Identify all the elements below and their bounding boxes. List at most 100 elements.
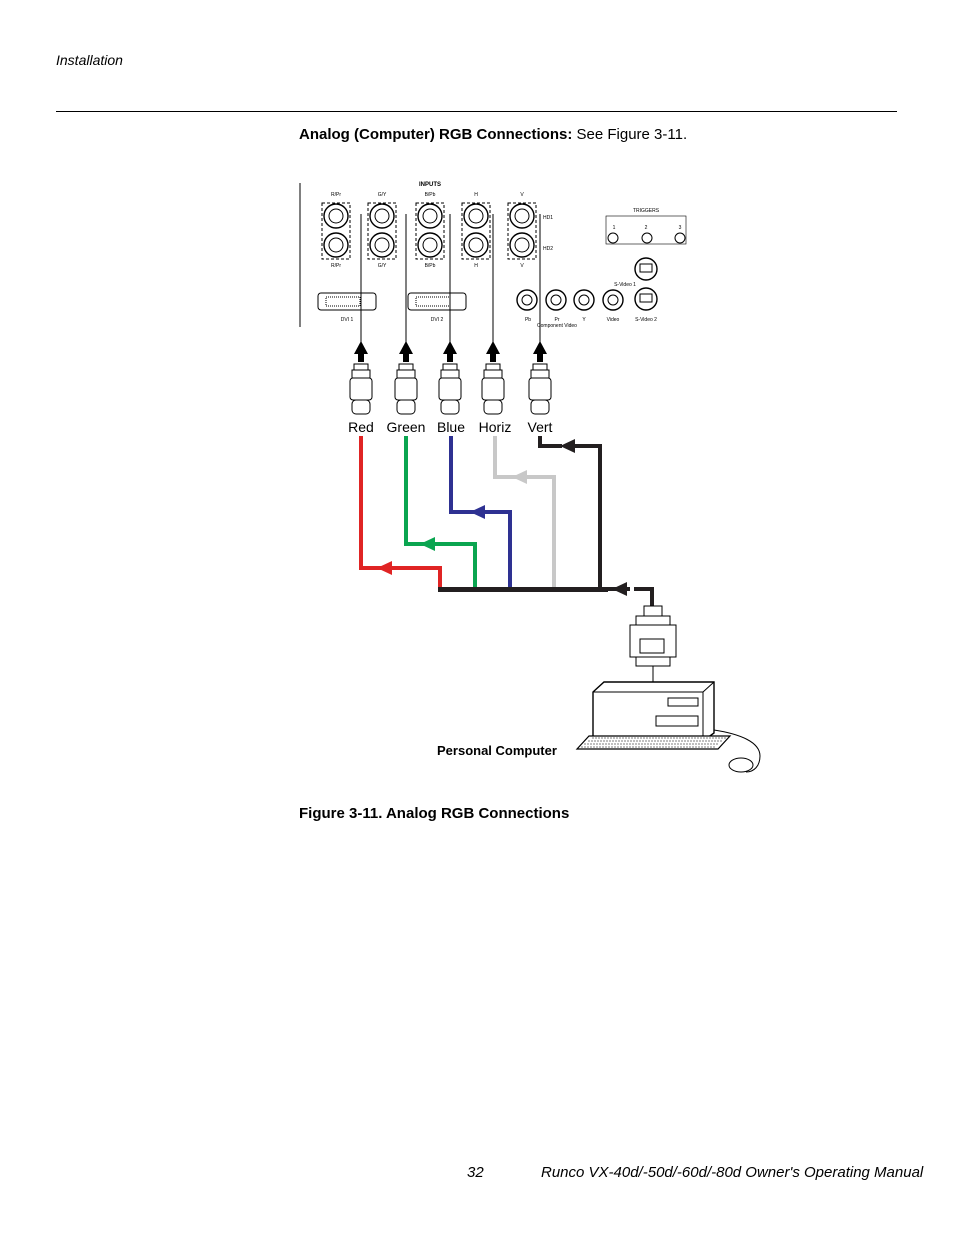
rca-pb-jack bbox=[516, 289, 538, 311]
personal-computer-illustration bbox=[575, 681, 761, 773]
rear-input-panel: INPUTS bbox=[299, 182, 687, 329]
bnc-rpr-top-inner bbox=[328, 208, 344, 224]
cable-bundle bbox=[438, 587, 608, 592]
svideo1-jack bbox=[634, 257, 658, 281]
trigger-2-jack bbox=[641, 232, 653, 244]
keyboard bbox=[575, 735, 732, 750]
rca-label: Video bbox=[607, 317, 620, 323]
red-cable bbox=[359, 436, 385, 570]
green-bnc-plug bbox=[394, 363, 418, 415]
component-video-label: Component Video bbox=[537, 323, 577, 329]
trigger-3-jack bbox=[674, 232, 686, 244]
horiz-cable bbox=[493, 436, 520, 479]
triggers-title: TRIGGERS bbox=[633, 208, 660, 214]
dvi2-connector bbox=[407, 292, 467, 311]
vga-shell bbox=[635, 656, 671, 667]
pc-drive-bay-upper bbox=[667, 697, 699, 707]
section-heading-reference: See Figure 3-11. bbox=[572, 126, 688, 143]
hd2-label: HD2 bbox=[543, 246, 553, 252]
cable-label-green: Green bbox=[387, 419, 426, 435]
h-group-outline bbox=[461, 202, 491, 260]
dvi1-connector bbox=[317, 292, 377, 311]
vert-bnc-plug bbox=[528, 363, 552, 415]
rpr-group-outline bbox=[321, 202, 351, 260]
red-arrow bbox=[354, 341, 368, 362]
green-cable-return bbox=[434, 542, 477, 589]
horiz-bnc-plug bbox=[481, 363, 505, 415]
horiz-arrow bbox=[486, 341, 500, 362]
bnc-rpr-bottom-inner bbox=[328, 237, 344, 253]
rca-label: Y bbox=[582, 317, 586, 323]
keyboard-keys bbox=[581, 737, 726, 748]
cable-label-horiz: Horiz bbox=[479, 419, 512, 435]
bnc-h-top-inner bbox=[468, 208, 484, 224]
bnc-gy-bottom-connector bbox=[369, 232, 395, 258]
inputs-title: INPUTS bbox=[419, 182, 441, 188]
pc-case bbox=[592, 681, 715, 742]
v-group-outline bbox=[507, 202, 537, 260]
manual-title: Runco VX-40d/-50d/-60d/-80d Owner's Oper… bbox=[541, 1164, 924, 1181]
page-number: 32 bbox=[467, 1164, 484, 1181]
vert-flow-arrow bbox=[560, 439, 575, 453]
bnc-bottom-label: G/Y bbox=[378, 263, 387, 269]
bnc-bpb-bottom-connector bbox=[417, 232, 443, 258]
bnc-gy-top-inner bbox=[374, 208, 390, 224]
running-header: Installation bbox=[56, 52, 123, 68]
bnc-plugs bbox=[349, 363, 552, 415]
mouse-cable bbox=[713, 729, 761, 773]
bnc-top-label: H bbox=[474, 192, 478, 198]
bnc-bpb-bottom-inner bbox=[422, 237, 438, 253]
vga-strain-relief bbox=[643, 605, 663, 617]
dvi2-label: DVI 2 bbox=[431, 317, 444, 323]
hd1-label: HD1 bbox=[543, 215, 553, 221]
vert-arrow bbox=[533, 341, 547, 362]
blue-cable bbox=[449, 436, 478, 514]
vert-cable-return bbox=[568, 444, 602, 589]
rca-pr-inner bbox=[550, 294, 562, 306]
bnc-rpr-bottom-connector bbox=[323, 232, 349, 258]
bnc-top-label: B/Pb bbox=[425, 192, 436, 198]
bnc-top-label: V bbox=[520, 192, 524, 198]
mouse bbox=[728, 757, 754, 773]
red-flow-arrow bbox=[377, 561, 392, 575]
bnc-bottom-label: H bbox=[474, 263, 478, 269]
vga-connector bbox=[629, 605, 677, 690]
figure-caption: Figure 3-11. Analog RGB Connections bbox=[299, 805, 570, 822]
cable-label-blue: Blue bbox=[437, 419, 465, 435]
green-cable bbox=[404, 436, 428, 546]
bnc-v-bottom-connector bbox=[509, 232, 535, 258]
svideo1-label: S-Video 1 bbox=[614, 282, 636, 288]
section-heading-bold: Analog (Computer) RGB Connections: bbox=[299, 126, 573, 143]
pc-drive-bay-lower bbox=[655, 715, 699, 727]
bnc-v-top-connector bbox=[509, 203, 535, 229]
rca-video-inner bbox=[607, 294, 619, 306]
blue-flow-arrow bbox=[470, 505, 485, 519]
trigger-number: 2 bbox=[645, 225, 648, 231]
bnc-bpb-top-inner bbox=[422, 208, 438, 224]
green-arrow bbox=[399, 341, 413, 362]
rca-label: Pr bbox=[555, 317, 560, 323]
triggers-outline bbox=[605, 215, 687, 245]
bnc-bottom-label: B/Pb bbox=[425, 263, 436, 269]
svideo2-label: S-Video 2 bbox=[635, 317, 657, 323]
trigger-number: 3 bbox=[679, 225, 682, 231]
trigger-number: 1 bbox=[613, 225, 616, 231]
bnc-v-bottom-inner bbox=[514, 237, 530, 253]
panel-to-plug-leads bbox=[360, 214, 541, 345]
bnc-rpr-top-connector bbox=[323, 203, 349, 229]
svideo2-jack bbox=[634, 287, 658, 311]
rca-label: Pb bbox=[525, 317, 531, 323]
bnc-bottom-label: R/Pr bbox=[331, 263, 341, 269]
bnc-v-top-inner bbox=[514, 208, 530, 224]
blue-bnc-plug bbox=[438, 363, 462, 415]
trigger-1-jack bbox=[607, 232, 619, 244]
bnc-h-bottom-connector bbox=[463, 232, 489, 258]
rca-video-jack bbox=[602, 289, 624, 311]
red-cable-return bbox=[392, 566, 442, 589]
horiz-cable-return bbox=[526, 475, 556, 589]
blue-cable-return bbox=[484, 510, 512, 589]
green-flow-arrow bbox=[420, 537, 435, 551]
pc-case-edge-corner bbox=[702, 681, 715, 693]
bnc-h-top-connector bbox=[463, 203, 489, 229]
